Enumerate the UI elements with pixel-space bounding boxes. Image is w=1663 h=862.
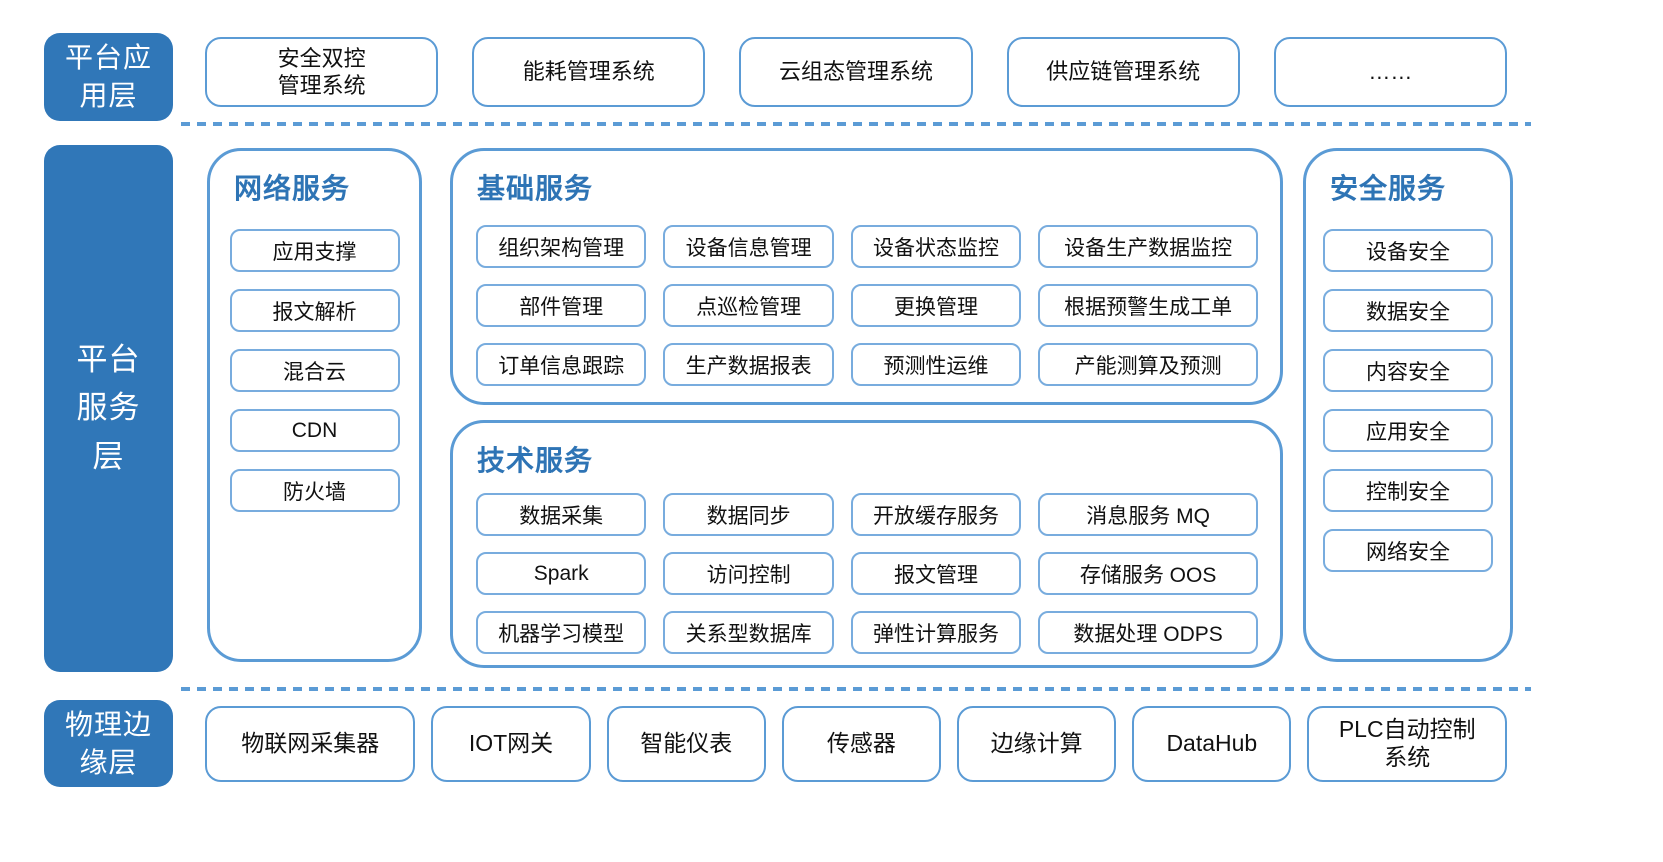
service-item: 数据安全 bbox=[1323, 289, 1493, 332]
edge-boxes-row: 物联网采集器 IOT网关 智能仪表 传感器 边缘计算 DataHub PLC自动… bbox=[205, 706, 1507, 782]
service-item: 存储服务 OOS bbox=[1038, 552, 1258, 595]
edge-box-plc-control: PLC自动控制 系统 bbox=[1307, 706, 1507, 782]
edge-box-smart-meter: 智能仪表 bbox=[606, 706, 766, 782]
app-box-energy-management: 能耗管理系统 bbox=[472, 37, 706, 107]
tech-items-grid: 数据采集 数据同步 开放缓存服务 消息服务 MQ Spark 访问控制 报文管理… bbox=[476, 493, 1258, 654]
group-basic-services: 基础服务 组织架构管理 设备信息管理 设备状态监控 设备生产数据监控 部件管理 … bbox=[450, 148, 1283, 405]
edge-box-iot-gateway: IOT网关 bbox=[431, 706, 591, 782]
service-item: 机器学习模型 bbox=[476, 611, 647, 654]
service-item: Spark bbox=[476, 552, 647, 595]
security-items: 设备安全 数据安全 内容安全 应用安全 控制安全 网络安全 bbox=[1306, 229, 1510, 572]
service-item: 更换管理 bbox=[850, 284, 1022, 327]
service-item: 产能测算及预测 bbox=[1038, 343, 1258, 386]
service-item: 生产数据报表 bbox=[663, 343, 834, 386]
group-security-services: 安全服务 设备安全 数据安全 内容安全 应用安全 控制安全 网络安全 bbox=[1303, 148, 1513, 662]
app-box-ellipsis: …… bbox=[1273, 37, 1508, 107]
layer-badge-application: 平台应 用层 bbox=[44, 33, 173, 121]
service-item: 报文管理 bbox=[850, 552, 1022, 595]
app-box-safety-dual-control: 安全双控 管理系统 bbox=[205, 37, 439, 107]
service-item: 开放缓存服务 bbox=[850, 493, 1022, 536]
network-items: 应用支撑 报文解析 混合云 CDN 防火墙 bbox=[210, 229, 419, 512]
service-item: 点巡检管理 bbox=[663, 284, 834, 327]
service-item: 根据预警生成工单 bbox=[1038, 284, 1258, 327]
group-title-security: 安全服务 bbox=[1330, 173, 1447, 204]
service-item: 设备状态监控 bbox=[850, 225, 1022, 268]
layer-divider-bottom bbox=[181, 687, 1531, 691]
service-item: 数据处理 ODPS bbox=[1038, 611, 1258, 654]
service-item: 部件管理 bbox=[476, 284, 647, 327]
layer-divider-top bbox=[181, 122, 1531, 126]
application-boxes-row: 安全双控 管理系统 能耗管理系统 云组态管理系统 供应链管理系统 …… bbox=[205, 37, 1508, 107]
group-title-basic: 基础服务 bbox=[477, 173, 594, 204]
group-network-services: 网络服务 应用支撑 报文解析 混合云 CDN 防火墙 bbox=[207, 148, 422, 662]
service-item: 消息服务 MQ bbox=[1038, 493, 1258, 536]
service-item: 混合云 bbox=[229, 349, 400, 392]
group-title-network: 网络服务 bbox=[234, 173, 351, 204]
service-item: 网络安全 bbox=[1323, 529, 1493, 572]
service-item: 预测性运维 bbox=[850, 343, 1022, 386]
edge-box-datahub: DataHub bbox=[1132, 706, 1292, 782]
service-item: 数据采集 bbox=[476, 493, 647, 536]
edge-box-sensor: 传感器 bbox=[781, 706, 942, 782]
service-item: 访问控制 bbox=[663, 552, 834, 595]
layer-badge-service: 平台 服务 层 bbox=[44, 145, 173, 672]
edge-box-edge-computing: 边缘计算 bbox=[957, 706, 1117, 782]
service-item: 数据同步 bbox=[663, 493, 834, 536]
service-item: 设备安全 bbox=[1323, 229, 1493, 272]
service-item: CDN bbox=[229, 409, 400, 452]
edge-box-iot-collector: 物联网采集器 bbox=[205, 706, 416, 782]
service-item: 内容安全 bbox=[1323, 349, 1493, 392]
group-tech-services: 技术服务 数据采集 数据同步 开放缓存服务 消息服务 MQ Spark 访问控制… bbox=[450, 420, 1283, 668]
service-item: 弹性计算服务 bbox=[850, 611, 1022, 654]
layer-badge-edge: 物理边 缘层 bbox=[44, 700, 173, 787]
service-item: 关系型数据库 bbox=[663, 611, 834, 654]
service-item: 防火墙 bbox=[229, 469, 400, 512]
service-item: 应用支撑 bbox=[229, 229, 400, 272]
service-item: 控制安全 bbox=[1323, 469, 1493, 512]
app-box-supply-chain: 供应链管理系统 bbox=[1006, 37, 1240, 107]
service-item: 报文解析 bbox=[229, 289, 400, 332]
service-item: 组织架构管理 bbox=[476, 225, 647, 268]
basic-items-grid: 组织架构管理 设备信息管理 设备状态监控 设备生产数据监控 部件管理 点巡检管理… bbox=[476, 225, 1258, 386]
app-box-cloud-configuration: 云组态管理系统 bbox=[739, 37, 973, 107]
service-item: 设备生产数据监控 bbox=[1038, 225, 1258, 268]
service-item: 订单信息跟踪 bbox=[476, 343, 647, 386]
service-item: 应用安全 bbox=[1323, 409, 1493, 452]
service-item: 设备信息管理 bbox=[663, 225, 834, 268]
group-title-tech: 技术服务 bbox=[477, 445, 594, 476]
